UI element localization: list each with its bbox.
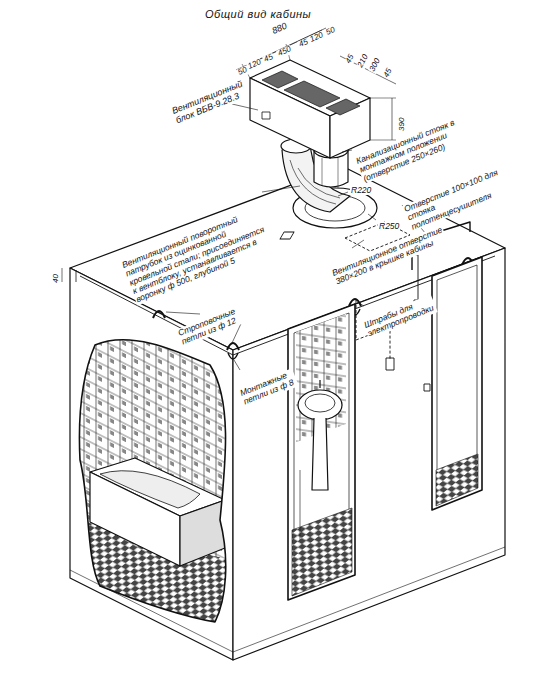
dimension: 40 bbox=[52, 273, 61, 284]
dimension: 450 bbox=[276, 45, 294, 59]
callout-note: Отверстие 100×100 для стояка полотенцесу… bbox=[402, 164, 516, 232]
callout-note: Канализационный стояк в монтажном положе… bbox=[354, 115, 470, 184]
radius-label: R250 bbox=[378, 222, 400, 231]
dimension: 45 bbox=[344, 52, 357, 66]
dimension: 880 bbox=[270, 21, 290, 37]
dimension: 120 bbox=[246, 58, 264, 72]
dimension: 300 bbox=[368, 56, 383, 74]
dimension: 50 bbox=[324, 26, 338, 38]
radius-label: R220 bbox=[350, 186, 372, 195]
drawing-title: Общий вид кабины bbox=[205, 8, 311, 20]
dimension: 45 bbox=[262, 53, 276, 65]
callout-note: Вентиляционный блок ВБВ-9.28.3 bbox=[170, 80, 246, 126]
dimension: 390 bbox=[398, 117, 407, 132]
dimension: 120 bbox=[308, 31, 326, 45]
